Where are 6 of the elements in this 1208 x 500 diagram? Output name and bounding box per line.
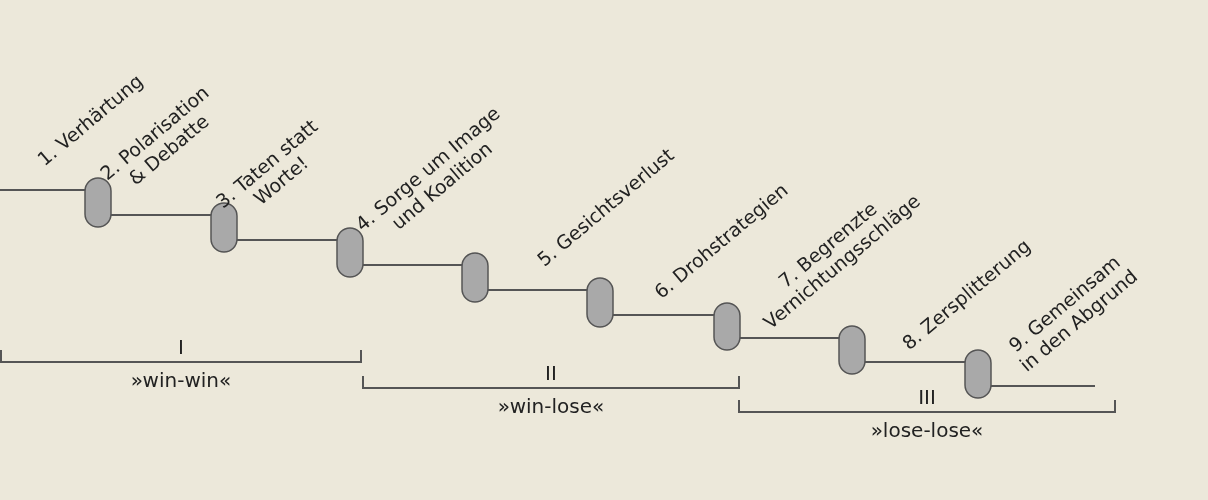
- phase-name: »lose-lose«: [870, 418, 984, 442]
- phase-name: »win-win«: [130, 368, 232, 392]
- phase-numeral: II: [545, 361, 557, 385]
- phase-numeral: III: [918, 385, 936, 409]
- phase-name: »win-lose«: [497, 394, 605, 418]
- phase-numeral: I: [178, 335, 184, 359]
